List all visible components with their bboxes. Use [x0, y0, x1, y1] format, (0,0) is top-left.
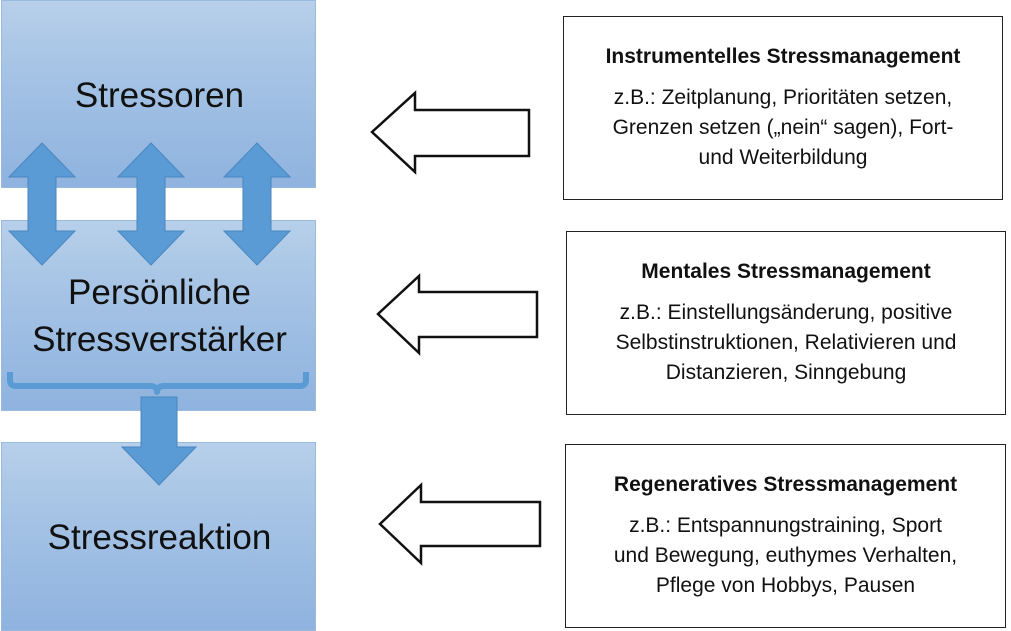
instrumentelles-line-2: Grenzen setzen („nein“ sagen), Fort-	[612, 116, 954, 139]
stressverstaerker-label-line2: Stressverstärker	[32, 320, 287, 359]
down-arrow	[120, 396, 198, 486]
left-arrow-3	[378, 482, 542, 566]
instrumentelles-line-3: und Weiterbildung	[698, 146, 868, 169]
bracket	[7, 372, 309, 395]
regeneratives-title: Regeneratives Stressmanagement	[613, 473, 958, 496]
double-arrow-1	[7, 142, 77, 266]
instrumentelles-line-1: z.B.: Zeitplanung, Prioritäten setzen,	[613, 86, 953, 109]
stressverstaerker-label-line1: Persönliche	[68, 273, 251, 312]
stressreaktion-label: Stressreaktion	[47, 518, 272, 557]
double-arrow-3	[222, 142, 292, 266]
stressoren-label: Stressoren	[74, 76, 245, 115]
regeneratives-line-2: und Bewegung, euthymes Verhalten,	[613, 544, 958, 567]
mentales-line-1: z.B.: Einstellungsänderung, positive	[619, 301, 953, 324]
regeneratives-box: Regeneratives Stressmanagement z.B.: Ent…	[565, 444, 1006, 628]
mentales-box: Mentales Stressmanagement z.B.: Einstell…	[566, 231, 1006, 415]
double-arrow-2	[116, 142, 186, 266]
instrumentelles-box: Instrumentelles Stressmanagement z.B.: Z…	[563, 16, 1003, 200]
mentales-line-3: Distanzieren, Sinngebung	[665, 361, 907, 384]
mentales-text: z.B.: Einstellungsänderung, positive Sel…	[567, 298, 1005, 388]
mentales-title: Mentales Stressmanagement	[641, 260, 931, 283]
left-arrow-1	[370, 90, 531, 175]
regeneratives-line-3: Pflege von Hobbys, Pausen	[655, 574, 916, 597]
instrumentelles-text: z.B.: Zeitplanung, Prioritäten setzen, G…	[564, 83, 1002, 173]
left-arrow-2	[376, 273, 539, 356]
mentales-line-2: Selbstinstruktionen, Relativieren und	[615, 331, 957, 354]
regeneratives-text: z.B.: Entspannungstraining, Sport und Be…	[566, 511, 1005, 601]
regeneratives-line-1: z.B.: Entspannungstraining, Sport	[629, 514, 942, 537]
instrumentelles-title: Instrumentelles Stressmanagement	[605, 45, 961, 68]
